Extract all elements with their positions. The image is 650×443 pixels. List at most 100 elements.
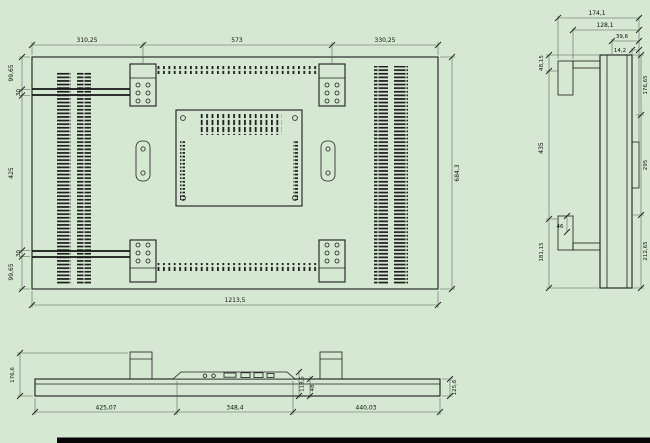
side-bracket-bottom bbox=[557, 215, 601, 251]
rear-right-dimension: 684,3 bbox=[440, 53, 461, 293]
side-top-dimensions: 174,1 128,1 39,6 14,2 bbox=[554, 10, 643, 142]
vent-row-top bbox=[150, 66, 320, 74]
screw-hole bbox=[180, 115, 186, 121]
dim-label: 46 bbox=[557, 224, 564, 230]
vent-row-bottom bbox=[150, 263, 320, 271]
vent-column-left-1 bbox=[57, 72, 71, 284]
dimension-lines bbox=[442, 378, 453, 397]
dimension-lines bbox=[34, 381, 441, 415]
bracket-hole bbox=[334, 250, 340, 256]
dimension-lines bbox=[19, 56, 30, 290]
bracket-outline bbox=[318, 239, 346, 283]
dim-label: 310,25 bbox=[77, 37, 98, 44]
power-port bbox=[266, 372, 275, 378]
rear-left-dimension: 99,65 30 425 30 99,65 bbox=[8, 53, 30, 293]
bottom-view: 176,6 125,6 118,5 48 425,07 348,4 440,03 bbox=[10, 349, 458, 416]
dimension-ticks bbox=[16, 349, 24, 400]
dim-label: 212,65 bbox=[643, 241, 649, 261]
side-bracket-top bbox=[557, 60, 601, 96]
dim-label: 684,3 bbox=[454, 164, 461, 181]
keyhole-slot-left bbox=[135, 140, 151, 182]
bracket-hole bbox=[135, 98, 141, 104]
dim-label: 14,2 bbox=[614, 48, 626, 54]
dimension-ticks bbox=[295, 368, 314, 400]
dimension-lines bbox=[298, 370, 311, 398]
dimension-ticks bbox=[28, 301, 442, 309]
keyhole-hole bbox=[325, 170, 331, 176]
side-bracket-dimension: 46 bbox=[557, 212, 571, 236]
bracket-hole bbox=[334, 90, 340, 96]
central-plate-outline bbox=[175, 109, 303, 207]
bracket-hole bbox=[135, 258, 141, 264]
dim-label: 181,15 bbox=[539, 242, 545, 262]
bracket-bottom-left bbox=[129, 239, 157, 283]
audio-jack-port bbox=[211, 373, 216, 378]
dim-label: 330,25 bbox=[375, 37, 396, 44]
dim-label: 573 bbox=[231, 37, 243, 44]
rear-top-dimension: 310,25 573 330,25 bbox=[28, 37, 442, 63]
screw-hole bbox=[292, 195, 298, 201]
bottom-bottom-dimension: 425,07 348,4 440,03 bbox=[31, 381, 444, 416]
hdmi-port bbox=[223, 372, 237, 378]
bracket-outline bbox=[129, 239, 157, 283]
bracket-outline bbox=[129, 63, 157, 107]
bracket-hole bbox=[324, 90, 330, 96]
side-left-dimension: 48,15 435 181,15 bbox=[538, 51, 600, 292]
dimension-lines bbox=[31, 42, 439, 63]
bracket-outline bbox=[318, 63, 346, 107]
dimension-lines bbox=[632, 54, 644, 289]
vent-column-right-1 bbox=[374, 66, 388, 284]
bracket-hole bbox=[135, 250, 141, 256]
side-right-dimension: 176,65 295 212,65 bbox=[632, 51, 649, 292]
bracket-hole bbox=[324, 250, 330, 256]
bracket-plate bbox=[557, 215, 574, 251]
mounting-rails bbox=[32, 88, 152, 258]
dim-label: 295 bbox=[643, 159, 649, 170]
vent-column-left-2 bbox=[77, 72, 91, 284]
central-vent-left bbox=[180, 140, 185, 200]
dim-label: 1213,5 bbox=[225, 297, 246, 304]
dim-label: 30 bbox=[16, 89, 22, 96]
side-handle-bump bbox=[631, 141, 640, 189]
rear-view: 310,25 573 330,25 99,65 30 425 30 99,65 … bbox=[8, 37, 461, 309]
keyhole-outline bbox=[135, 140, 151, 182]
bracket-hole bbox=[145, 242, 151, 248]
dim-label: 176,6 bbox=[10, 367, 16, 383]
side-panel-inner-lines bbox=[606, 55, 628, 288]
central-plate bbox=[175, 109, 303, 207]
bracket-hole bbox=[324, 242, 330, 248]
bracket-hole bbox=[135, 90, 141, 96]
keyhole-slot-right bbox=[320, 140, 336, 182]
dimension-ticks bbox=[31, 408, 444, 416]
dim-label: 48 bbox=[310, 384, 316, 391]
dimension-ticks bbox=[446, 375, 454, 400]
vent-column-right-2 bbox=[394, 66, 408, 284]
bottom-right-dimension: 125,6 bbox=[442, 375, 458, 400]
dimension-ticks bbox=[545, 51, 553, 292]
dimension-ticks bbox=[637, 51, 645, 292]
bracket-bottom-right bbox=[318, 239, 346, 283]
bracket-hole bbox=[334, 242, 340, 248]
dim-label: 99,65 bbox=[8, 263, 15, 280]
dim-label: 440,03 bbox=[356, 405, 377, 412]
keyhole-outline bbox=[320, 140, 336, 182]
dimension-ticks bbox=[448, 53, 456, 293]
bracket-hole bbox=[324, 82, 330, 88]
bracket-hole bbox=[334, 82, 340, 88]
bracket-plate bbox=[557, 60, 574, 96]
bracket-hole bbox=[135, 242, 141, 248]
central-vent-grid bbox=[198, 114, 282, 135]
dim-label: 435 bbox=[538, 142, 545, 154]
dim-label: 39,6 bbox=[616, 34, 629, 40]
dim-label: 118,5 bbox=[300, 376, 306, 392]
dim-label: 48,15 bbox=[539, 55, 545, 71]
connector-panel bbox=[171, 371, 297, 380]
bracket-hole bbox=[145, 98, 151, 104]
bracket-hole bbox=[145, 258, 151, 264]
bottom-left-dimension: 176,6 bbox=[10, 349, 128, 400]
dim-label: 425,07 bbox=[96, 405, 117, 412]
keyhole-hole bbox=[325, 146, 331, 152]
bracket-hole bbox=[145, 250, 151, 256]
dimension-lines bbox=[557, 16, 640, 142]
